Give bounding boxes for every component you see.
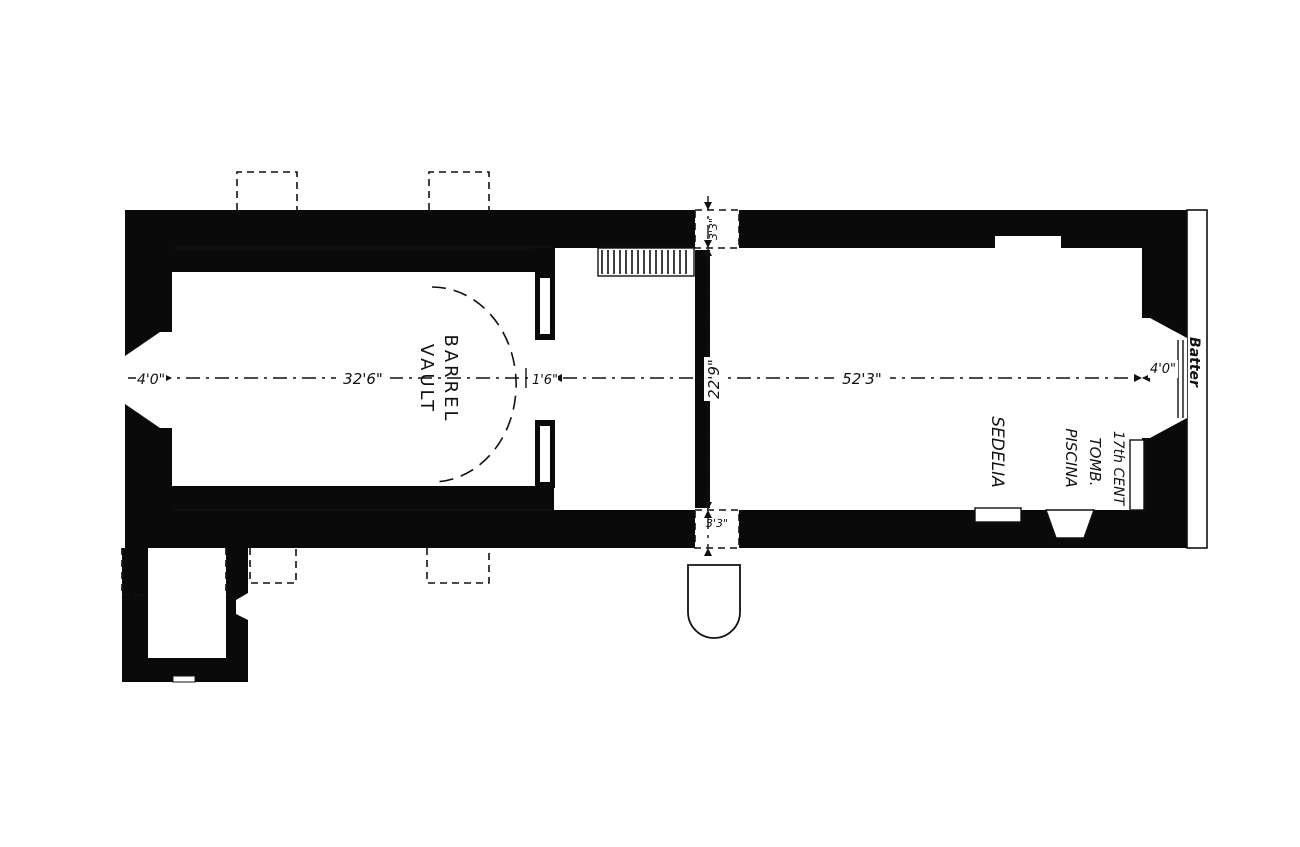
chancel-interior bbox=[710, 248, 1142, 510]
passage-area bbox=[554, 248, 714, 510]
dim-east-wall: 4'0" bbox=[1150, 362, 1176, 377]
north-opening bbox=[695, 208, 739, 250]
label-vault: VAULT bbox=[416, 344, 437, 414]
label-piscina: PISCINA bbox=[1062, 428, 1080, 487]
tomb-outline bbox=[1129, 439, 1145, 511]
dim-north-opening: 3'3" bbox=[707, 218, 720, 240]
barrel-vault-arc bbox=[431, 286, 517, 483]
label-17th-cent: 17th CENT bbox=[1110, 431, 1126, 507]
dim-arch-wall: 1'6" bbox=[532, 373, 558, 388]
north-niche bbox=[995, 236, 1061, 250]
arch-piers bbox=[535, 248, 555, 488]
label-sedelia: SEDELIA bbox=[987, 416, 1007, 487]
sedelia-base bbox=[974, 507, 1022, 523]
label-barrel: BARREL bbox=[440, 334, 461, 423]
stair-hatching bbox=[597, 247, 695, 277]
dim-chancel-length: 52'3" bbox=[842, 370, 882, 388]
north-buttresses bbox=[236, 171, 490, 210]
south-opening bbox=[695, 508, 739, 550]
east-window-mullions bbox=[1177, 340, 1184, 418]
south-buttresses bbox=[249, 548, 490, 584]
label-batter: Batter bbox=[1186, 337, 1202, 388]
label-tomb: TOMB. bbox=[1086, 438, 1104, 487]
dim-south-opening: 3'3" bbox=[706, 517, 728, 530]
east-block bbox=[695, 209, 1208, 549]
piscina-base bbox=[1045, 509, 1095, 539]
dim-nave-length: 32'6" bbox=[343, 370, 383, 388]
dim-west-wall: 4'0" bbox=[137, 372, 165, 388]
south-west-annex bbox=[121, 548, 248, 683]
dim-chancel-width: 22'9" bbox=[705, 359, 723, 399]
south-porch bbox=[687, 564, 741, 639]
